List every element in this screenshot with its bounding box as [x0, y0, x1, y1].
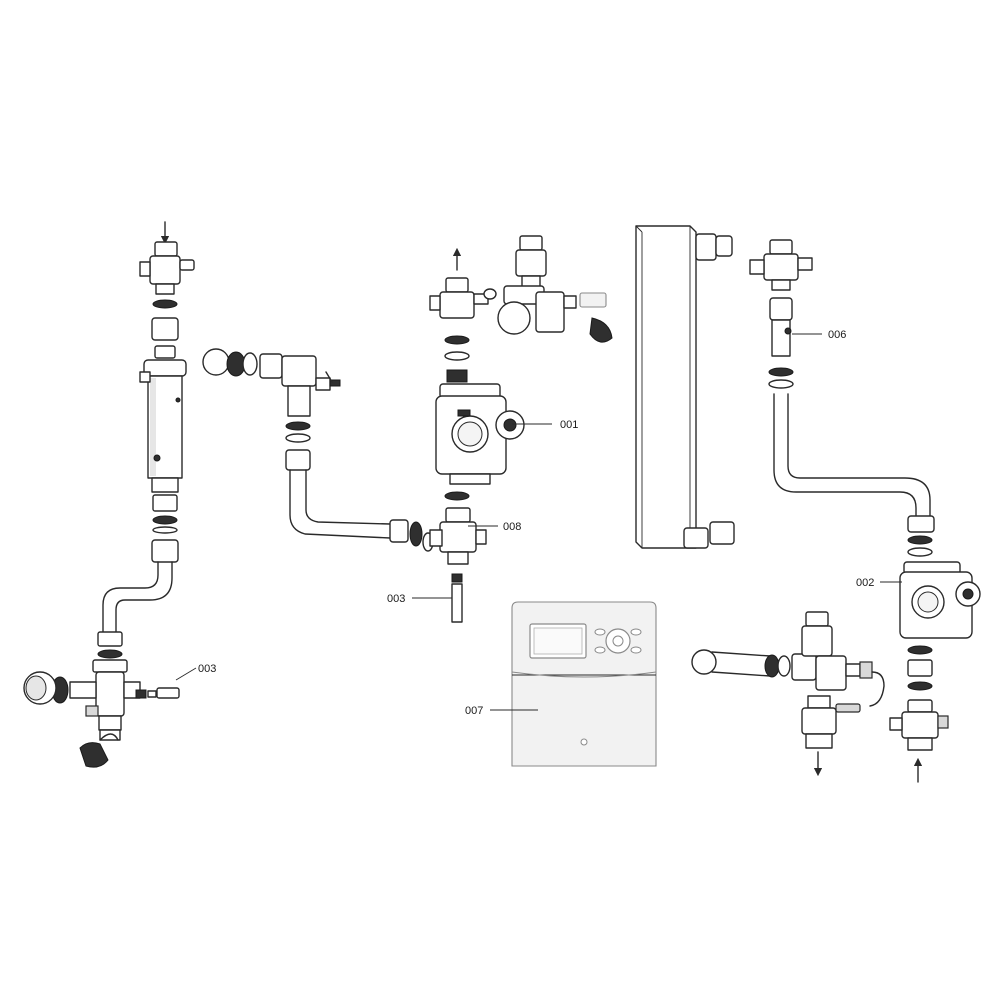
- callout-003-left: 003: [198, 663, 216, 675]
- center-left-u-pipe: [289, 469, 391, 539]
- valve-008: [429, 507, 487, 565]
- left-nut: [151, 317, 179, 341]
- pump-001: [435, 383, 525, 485]
- callout-007: 007: [465, 705, 483, 717]
- left-tee-body: [69, 659, 141, 741]
- left-o-ring: [152, 299, 178, 309]
- pump-002: [899, 561, 981, 639]
- plate-heat-exchanger: [635, 225, 735, 549]
- left-top-valve: [139, 241, 195, 295]
- bottom-right-group: [691, 611, 885, 777]
- callout-006: 006: [828, 329, 846, 341]
- controller-led-icon: [580, 738, 588, 746]
- callout-001: 001: [560, 419, 578, 431]
- callout-003-center: 003: [387, 593, 405, 605]
- left-bent-pipe: [102, 561, 173, 633]
- callouts: 001 008 003 003 006 002 007: [175, 329, 902, 717]
- center-pump-assembly: [429, 235, 613, 623]
- safety-valve-group: [483, 235, 613, 343]
- callout-002: 002: [856, 577, 874, 589]
- left-cylinder-body: [139, 359, 187, 493]
- right-bent-pipe: [773, 393, 931, 517]
- callout-008: 008: [503, 521, 521, 533]
- flow-meter-006: [769, 297, 793, 357]
- right-assembly: [749, 239, 981, 783]
- center-left-assembly: [202, 348, 434, 552]
- controller-007: [511, 601, 657, 767]
- left-assembly: [23, 221, 195, 768]
